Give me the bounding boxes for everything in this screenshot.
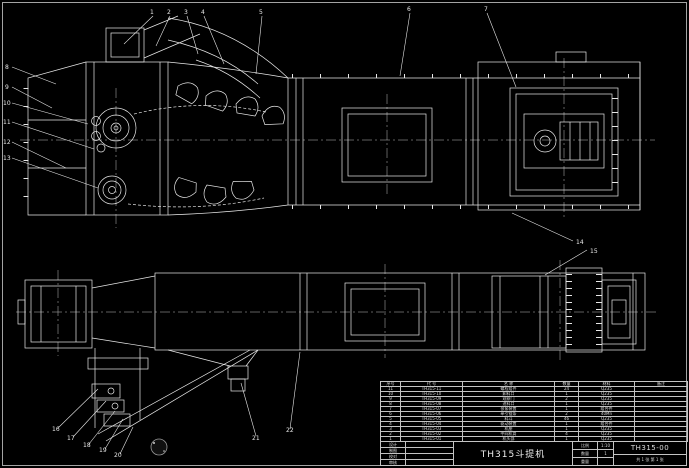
balloon-9: 9 (5, 84, 9, 91)
parts-cell: 1 (554, 436, 579, 442)
plan-drive-assembly (491, 267, 637, 353)
weight-value (598, 458, 613, 465)
weight-row: 重量 (573, 457, 613, 465)
title-block-number-cell: TH315-00 共 1 张 第 1 张 (613, 442, 686, 465)
scale-value: 1:10 (601, 443, 610, 448)
balloon-7: 7 (484, 6, 488, 13)
drawing-number: TH315-00 (630, 444, 670, 452)
elevation-view (20, 15, 655, 228)
signature-label: 设计 (381, 442, 406, 447)
scale-label: 比例 (573, 442, 598, 449)
boot-pulley (97, 175, 127, 205)
balloon-11: 11 (3, 119, 11, 126)
boot-support (87, 348, 259, 442)
qty-row: 数量 1 (573, 449, 613, 457)
signature-label: 校对 (381, 454, 406, 459)
balloon-5: 5 (259, 9, 263, 16)
balloon-20: 20 (114, 452, 122, 459)
access-panel (341, 107, 433, 183)
ink-blot (150, 438, 168, 456)
signature-row: 设计 (381, 442, 453, 447)
balloon-14: 14 (576, 239, 584, 246)
parts-cell: 机头部 (462, 436, 555, 442)
head-pulley (95, 107, 137, 149)
balloon-2: 2 (167, 9, 171, 16)
balloon-15: 15 (590, 248, 598, 255)
balloon-17: 17 (67, 435, 75, 442)
title-block-scale-grid: 比例 1:10 数量 1 重量 (573, 442, 613, 465)
balloon-3: 3 (184, 9, 188, 16)
balloon-21: 21 (252, 435, 260, 442)
scale-row: 比例 1:10 (573, 442, 613, 449)
balloon-16: 16 (52, 426, 60, 433)
signature-value (406, 460, 453, 465)
signature-label: 制图 (381, 448, 406, 453)
balloon-13: 13 (3, 155, 11, 162)
balloon-12: 12 (3, 139, 11, 146)
signature-row: 审核 (381, 459, 453, 465)
sheet-info: 共 1 张 第 1 张 (614, 454, 686, 465)
signature-row: 校对 (381, 453, 453, 459)
balloon-callouts: 1 2 3 4 5 6 7 8 9 10 11 12 13 14 15 16 1… (3, 6, 598, 459)
parts-cell: Q235 (578, 436, 635, 442)
weight-label: 重量 (573, 458, 598, 465)
parts-cell: 1 (380, 436, 401, 442)
balloon-18: 18 (83, 442, 91, 449)
balloon-10: 10 (3, 100, 11, 107)
title-block: 设计 制图 校对 审核 TH315斗提机 比 (380, 442, 687, 466)
parts-cell (634, 436, 688, 442)
signature-label: 审核 (381, 460, 406, 465)
buckets (172, 78, 287, 205)
balloon-6: 6 (407, 6, 411, 13)
drive-section (477, 51, 641, 211)
title-block-signatures: 设计 制图 校对 审核 (381, 442, 453, 465)
qty-value: 1 (604, 451, 607, 456)
balloon-19: 19 (99, 447, 107, 454)
balloon-4: 4 (201, 9, 205, 16)
balloon-1: 1 (150, 9, 154, 16)
drawing-title: TH315斗提机 (453, 442, 573, 465)
signature-row: 制图 (381, 447, 453, 453)
leader-lines (11, 12, 588, 455)
balloon-8: 8 (5, 64, 9, 71)
plan-view (16, 260, 658, 442)
parts-cell: TH315-01 (400, 436, 463, 442)
qty-label: 数量 (573, 450, 598, 457)
balloon-22: 22 (286, 427, 294, 434)
